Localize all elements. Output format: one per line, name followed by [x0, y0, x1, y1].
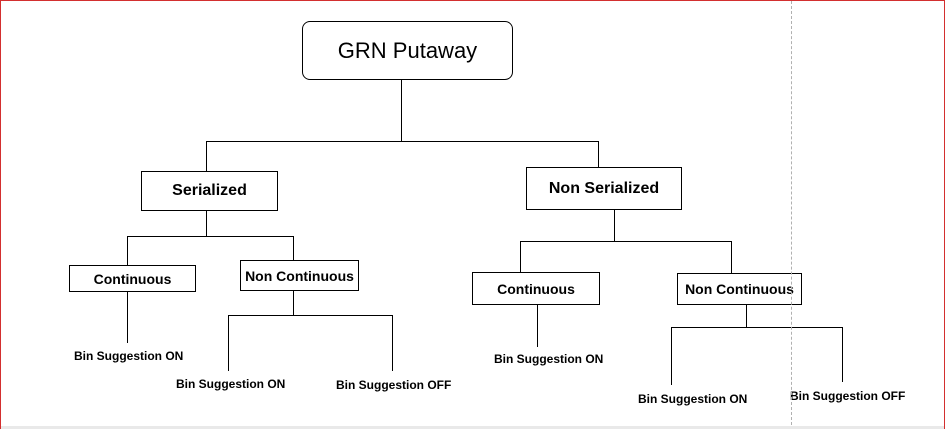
connector	[842, 327, 843, 382]
connector	[520, 241, 732, 242]
serialized-label: Serialized	[172, 182, 247, 199]
connector	[392, 315, 393, 371]
connector	[614, 210, 615, 241]
serialized-non-continuous-leaf-off: Bin Suggestion OFF	[336, 378, 452, 392]
root-label: GRN Putaway	[337, 37, 478, 63]
connector	[127, 236, 293, 237]
non-serialized-label: Non Serialized	[548, 179, 660, 197]
connector	[746, 305, 747, 327]
non-serialized-continuous-label: Continuous	[497, 280, 575, 297]
serialized-non-continuous-label: Non Continuous	[245, 267, 354, 284]
non-serialized-non-continuous-node: Non Continuous	[677, 273, 802, 305]
connector	[206, 211, 207, 236]
serialized-non-continuous-node: Non Continuous	[240, 260, 359, 291]
serialized-non-continuous-leaf-on: Bin Suggestion ON	[176, 377, 286, 391]
serialized-node: Serialized	[141, 171, 278, 211]
connector	[293, 291, 294, 315]
connector	[228, 315, 229, 371]
connector	[731, 241, 732, 273]
non-serialized-non-continuous-leaf-on: Bin Suggestion ON	[638, 392, 748, 406]
connector	[127, 292, 128, 343]
non-serialized-continuous-leaf: Bin Suggestion ON	[494, 352, 604, 366]
connector	[293, 236, 294, 260]
non-serialized-node: Non Serialized	[526, 167, 682, 210]
connector	[206, 141, 599, 142]
non-serialized-continuous-node: Continuous	[472, 272, 600, 305]
connector	[520, 241, 521, 272]
root-node: GRN Putaway	[302, 21, 513, 80]
connector	[127, 236, 128, 265]
serialized-continuous-node: Continuous	[69, 265, 196, 292]
serialized-continuous-leaf: Bin Suggestion ON	[74, 349, 184, 363]
non-serialized-non-continuous-label: Non Continuous	[685, 281, 794, 297]
connector	[206, 141, 207, 171]
connector	[537, 305, 538, 347]
connector	[598, 141, 599, 167]
page-guide-line	[791, 1, 792, 429]
canvas-bottom-edge	[1, 426, 944, 429]
connector	[671, 327, 843, 328]
non-serialized-non-continuous-leaf-off: Bin Suggestion OFF	[790, 389, 906, 403]
serialized-continuous-label: Continuous	[93, 270, 172, 287]
connector	[401, 80, 402, 141]
connector	[671, 327, 672, 385]
connector	[228, 315, 392, 316]
